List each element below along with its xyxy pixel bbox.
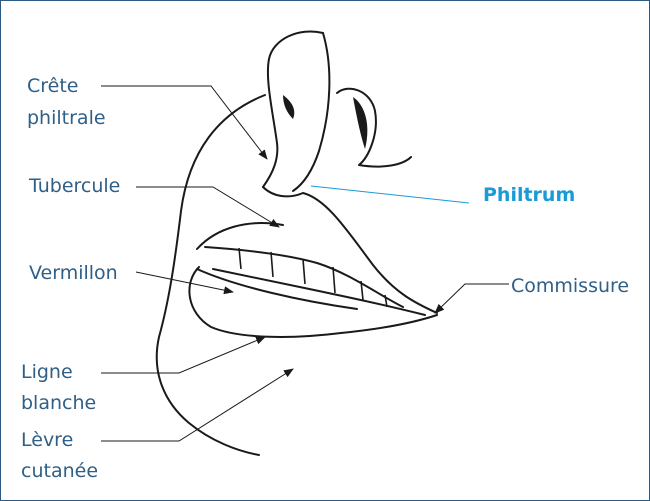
- label-vermillon: Vermillon: [29, 262, 118, 284]
- label-ligne-line1: Ligne: [21, 361, 73, 383]
- nose-tip: [292, 32, 331, 192]
- leader-philtrum: [310, 185, 470, 204]
- upper-lip: [262, 186, 438, 314]
- nose-outline: [262, 30, 324, 188]
- label-philtrum: Philtrum: [483, 184, 576, 206]
- leader-crete: [101, 85, 268, 160]
- nostril-outline: [336, 87, 412, 168]
- label-ligne-line2: blanche: [21, 392, 97, 414]
- nose-wing: [283, 95, 295, 119]
- mouth-line: [196, 222, 284, 250]
- label-levre-line1: Lèvre: [21, 429, 74, 451]
- leader-tubercule: [136, 186, 280, 228]
- lower-lip-inner: [196, 268, 358, 310]
- label-levre-line2: cutanée: [21, 460, 99, 482]
- lower-lip: [188, 266, 438, 338]
- leader-vermillon: [135, 271, 234, 295]
- leader-ligne: [101, 336, 266, 374]
- leader-levre: [101, 368, 294, 442]
- label-crete-line2: philtrale: [27, 107, 106, 129]
- upper-teeth: [204, 246, 404, 308]
- label-crete-line1: Crête: [27, 75, 79, 97]
- label-tubercule: Tubercule: [29, 175, 121, 197]
- lower-teeth: [212, 268, 426, 316]
- leader-commissure: [434, 283, 509, 314]
- label-commissure: Commissure: [511, 275, 630, 297]
- nostril-shadow: [353, 97, 368, 149]
